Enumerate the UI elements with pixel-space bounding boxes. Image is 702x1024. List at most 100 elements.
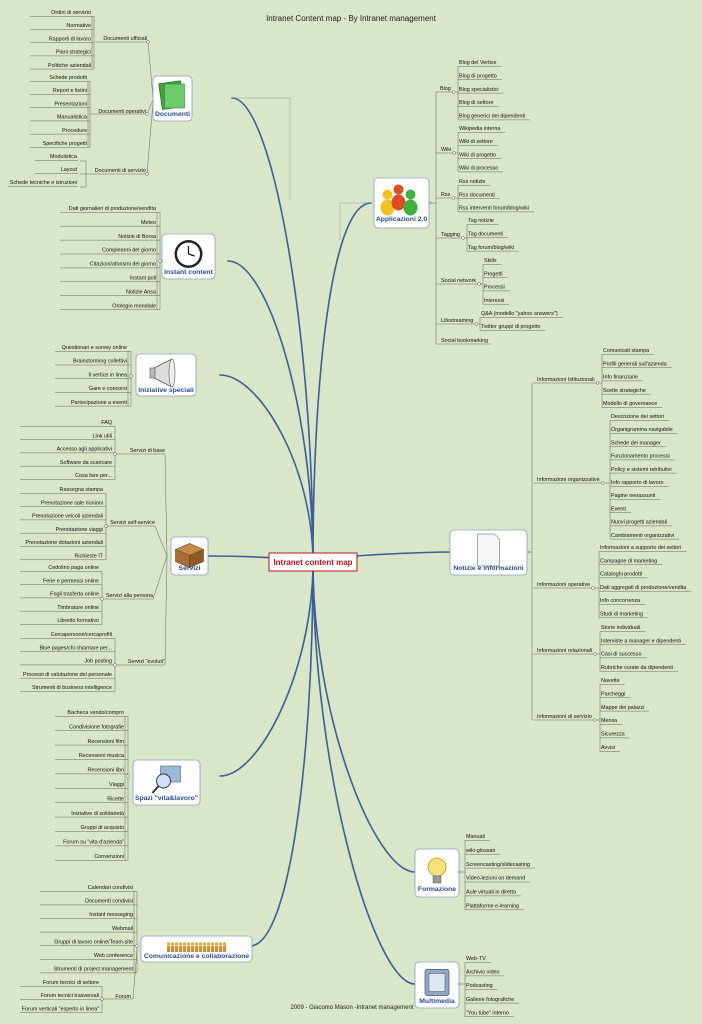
leaf-item: Descrizione dei settori: [611, 414, 664, 420]
leaf-item: Video-lezioni on demand: [466, 876, 525, 882]
group-label: Documenti ufficiali: [103, 36, 147, 42]
group-label: Social network: [441, 278, 476, 284]
leaf-item: Cercapersone/cercaprofili: [51, 632, 112, 638]
leaf-item: Il vertice in linea: [88, 372, 127, 378]
leaf-item: Ordini di servizio: [51, 10, 91, 16]
leaf-item: Wikipedia interna: [459, 126, 500, 132]
leaf-item: Blog generici dei dipendenti: [459, 114, 525, 120]
leaf-item: Cosa fare per...: [75, 473, 112, 479]
leaf-item: Wiki di settore: [459, 139, 493, 145]
topic-label: Servizi: [179, 565, 201, 572]
center-topic[interactable]: Intranet content map: [268, 552, 358, 572]
group-label: Informazioni di servizio: [537, 714, 592, 720]
topic-comunicazione[interactable]: Comunicazione e collaborazione: [140, 935, 253, 963]
leaf-item: Report e listini: [53, 88, 87, 94]
leaf-item: Prenotazione viaggi: [56, 527, 103, 533]
leaf-item: Presentazioni: [54, 101, 87, 107]
leaf-item: Blog specialistici: [459, 87, 499, 93]
leaf-item: Timbrature online: [57, 605, 99, 611]
topic-instant[interactable]: Instant content: [161, 233, 216, 280]
leaf-item: Schede prodotti: [49, 75, 87, 81]
leaf-item: Ricette: [107, 796, 124, 802]
clock-icon: [174, 240, 203, 268]
leaf-item: Richieste IT: [75, 554, 104, 560]
topic-servizi[interactable]: Servizi: [170, 536, 209, 576]
leaf-item: Skills: [484, 258, 497, 264]
topic-notizie[interactable]: Notizie e informazioni: [449, 529, 528, 576]
leaf-item: Processi: [484, 285, 505, 291]
leaf-item: Nuovi progetti aziendali: [611, 520, 667, 526]
topic-label: Notizie e informazioni: [453, 565, 523, 572]
leaf-item: Convenzioni: [94, 854, 124, 860]
leaf-item: Forum verticali "esperto in linea": [22, 1006, 99, 1012]
magnifier-icon: [151, 765, 181, 794]
group-label: Documenti operativi: [98, 109, 146, 115]
leaf-item: Web conference: [94, 953, 133, 959]
leaf-item: Notizie di Borsa: [118, 234, 156, 240]
topic-label: Documenti: [155, 111, 190, 118]
leaf-item: Q&A (modello "yahoo answers"): [481, 311, 558, 317]
leaf-item: Campagne di marketing: [600, 558, 657, 564]
topic-formazione[interactable]: Formazione: [414, 848, 460, 898]
group-label: Informazioni organizzative: [537, 477, 600, 483]
people-icon: [380, 184, 418, 216]
people-row-icon: [166, 942, 227, 952]
leaf-item: Gruppi di lavoro online/Team-site: [54, 939, 133, 945]
leaf-item: Prenotazione dotazioni aziendali: [25, 540, 103, 546]
leaf-item: Blog di progetto: [459, 73, 497, 79]
leaf-item: Software da scaricare: [60, 460, 112, 466]
leaf-item: Eventi: [611, 506, 626, 512]
topic-documenti[interactable]: Documenti: [152, 75, 193, 122]
leaf-item: Info rapporto di lavoro: [611, 480, 663, 486]
leaf-item: Web-TV: [466, 956, 486, 962]
topic-label: Iniziative speciali: [138, 387, 194, 394]
leaf-item: Job posting: [84, 659, 112, 665]
leaf-item: Recensioni film: [87, 739, 124, 745]
leaf-item: Layout: [61, 167, 78, 173]
leaf-item: Condivisione fotografie: [69, 724, 124, 730]
leaf-item: FAQ: [101, 420, 112, 426]
group-label: Blog: [440, 86, 451, 92]
leaf-item: Tag forum/blog/wiki: [468, 245, 514, 251]
leaf-item: Specifiche progetti: [43, 141, 87, 147]
leaf-item: "You tube" interno: [466, 1010, 509, 1016]
topic-applicazioni[interactable]: Applicazioni 2.0: [373, 177, 430, 229]
group-label: Informazioni relazionali: [537, 648, 592, 654]
leaf-item: Parcheggi: [601, 691, 625, 697]
topic-labels: Intranet Content map - By Intranet manag…: [10, 10, 686, 1016]
leaf-item: Modulistica: [50, 154, 77, 160]
group-label: Wiki: [441, 147, 451, 153]
leaf-item: Rapporti di lavoro: [49, 36, 91, 42]
leaf-item: Interviste a manager e dipendenti: [601, 638, 681, 644]
leaf-item: Prenotazione veicoli aziendali: [32, 514, 103, 520]
leaf-item: Mensa: [601, 718, 617, 724]
leaf-item: Recensioni musica: [79, 753, 124, 759]
leaf-item: Meteo: [141, 220, 156, 226]
topic-spazi[interactable]: Spazi "vita&lavoro": [132, 759, 201, 806]
center-topic-label: Intranet content map: [273, 558, 352, 567]
leaf-item: Screencasting/slidecasting: [466, 862, 530, 868]
leaf-item: Avvisi: [601, 745, 615, 751]
group-label: Servizi "evoluti": [128, 659, 165, 665]
leaf-item: Manuali: [466, 834, 485, 840]
leaf-item: Citazioni/aforismi del giorno: [90, 262, 156, 268]
document-icon: [158, 80, 185, 110]
leaf-item: Blog di settore: [459, 100, 493, 106]
leaf-item: Policy e sistemi retributivi: [611, 467, 672, 473]
leaf-item: Casi di successo: [601, 652, 641, 658]
group-label: Rss: [441, 192, 451, 198]
leaf-item: Rss interventi forum/blog/wiki: [459, 206, 529, 212]
group-label: Servizi di base: [130, 448, 165, 454]
leaf-item: Profili generali sull'azienda: [603, 361, 667, 367]
leaf-item: Sicurezza: [601, 732, 625, 738]
leaf-item: Blue pages/chi chiamare per...: [39, 645, 112, 651]
footer-credit: 2009 - Giacomo Mason -Intranet managemen…: [290, 1005, 413, 1011]
film-icon: [424, 969, 450, 996]
topic-multimedia[interactable]: Multimedia: [414, 961, 460, 1009]
topic-iniziative[interactable]: Iniziative speciali: [135, 353, 197, 397]
leaf-item: Calendari condivisi: [88, 885, 133, 891]
leaf-item: Info finanziarie: [603, 375, 638, 381]
leaf-item: Tag notizie: [468, 218, 494, 224]
